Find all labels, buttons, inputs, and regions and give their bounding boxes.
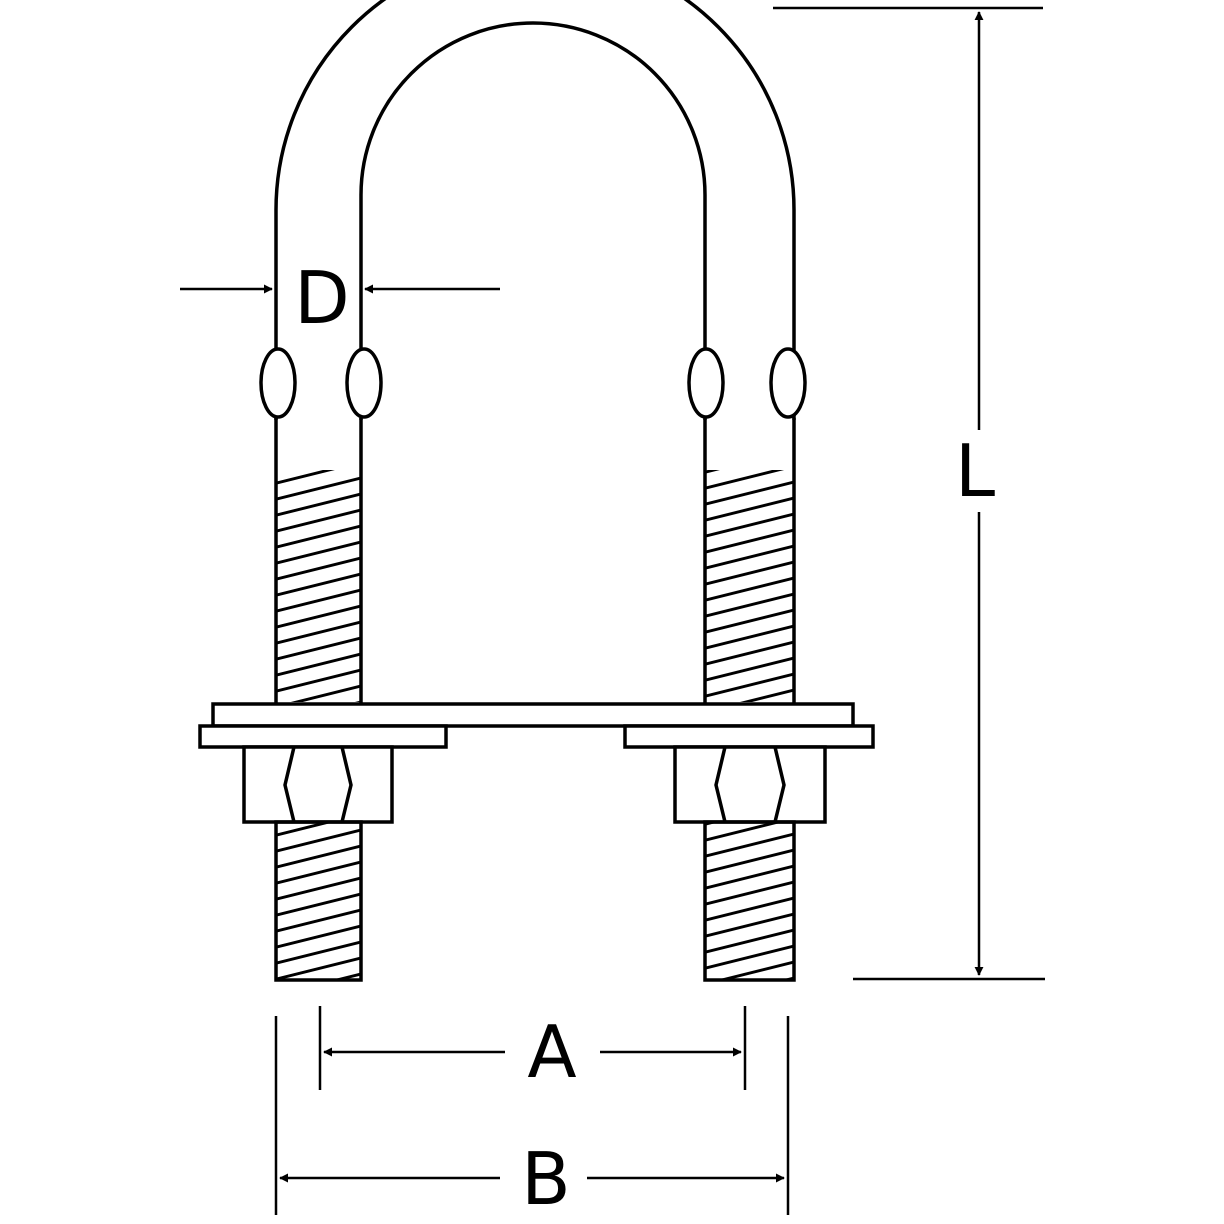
u-bolt-bend <box>274 0 796 420</box>
break-marks <box>259 347 807 419</box>
left-hex-nut <box>242 745 394 824</box>
dimension-l-label: L <box>955 429 995 513</box>
left-washer <box>198 724 448 749</box>
dimension-a-label: A <box>527 1010 576 1094</box>
dimension-b <box>274 1016 790 1215</box>
right-hex-nut <box>673 745 827 824</box>
upper-legs <box>274 418 796 704</box>
bridge-plate <box>211 702 855 728</box>
upper-threads <box>276 470 794 702</box>
dimension-d-label: D <box>294 256 349 340</box>
right-washer <box>623 724 875 749</box>
dimension-b-label: B <box>521 1137 570 1221</box>
dimension-l <box>773 6 1045 981</box>
dimension-a <box>318 1006 747 1090</box>
lower-threads <box>274 820 796 982</box>
